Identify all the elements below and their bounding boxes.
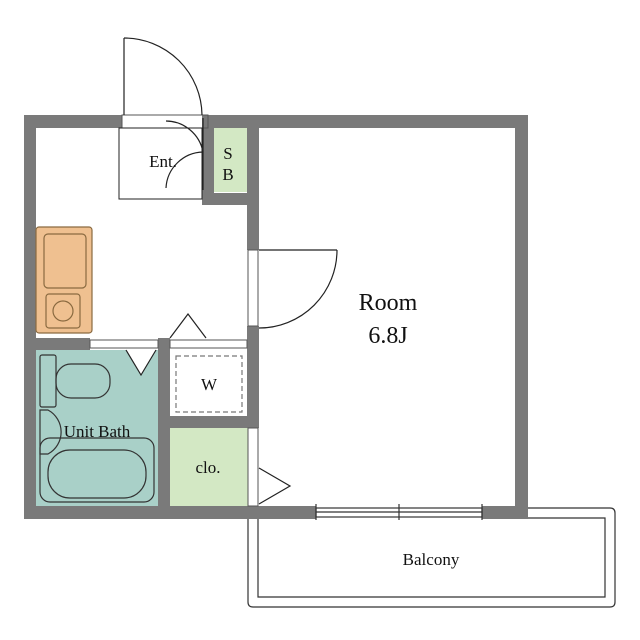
sink (43, 233, 87, 289)
room-door-frame (247, 249, 259, 327)
closet-floor (170, 428, 248, 506)
burner (52, 300, 74, 322)
stove (45, 293, 81, 329)
balcony (247, 507, 616, 608)
closet-label: clo. (195, 458, 220, 477)
entrance-opening (121, 114, 209, 129)
bath-fixtures (39, 354, 155, 503)
washbasin (39, 409, 62, 455)
kitchen-counter (35, 226, 93, 334)
room-door (258, 249, 338, 329)
walls (24, 115, 528, 519)
entrance-label: Ent. (149, 152, 177, 171)
washer-space (175, 355, 243, 413)
closet-door-arrow (258, 467, 292, 505)
bath-door-arrow (125, 349, 157, 377)
entrance-inner-door (165, 118, 204, 190)
balcony-label: Balcony (403, 550, 460, 569)
closet-door-frame (247, 427, 259, 507)
bathtub (47, 449, 147, 499)
shoe-box-floor (214, 128, 248, 192)
room-size: 6.8J (368, 323, 407, 349)
bathtub-rim (39, 437, 155, 503)
door-arrows (125, 313, 292, 505)
washer-door-frame (169, 339, 248, 349)
washer-door-arrow (169, 313, 207, 339)
shoe-box-label-top: S (223, 144, 232, 163)
toilet-bowl (55, 363, 111, 399)
balcony-window (315, 504, 483, 520)
bath-door-frame (89, 339, 159, 349)
front-door (123, 37, 203, 116)
room-name: Room (359, 290, 418, 316)
shoe-box-label-bottom: B (222, 165, 233, 184)
entrance-area (118, 127, 203, 200)
washer-label: W (201, 375, 218, 394)
unit-bath-label: Unit Bath (64, 422, 131, 441)
